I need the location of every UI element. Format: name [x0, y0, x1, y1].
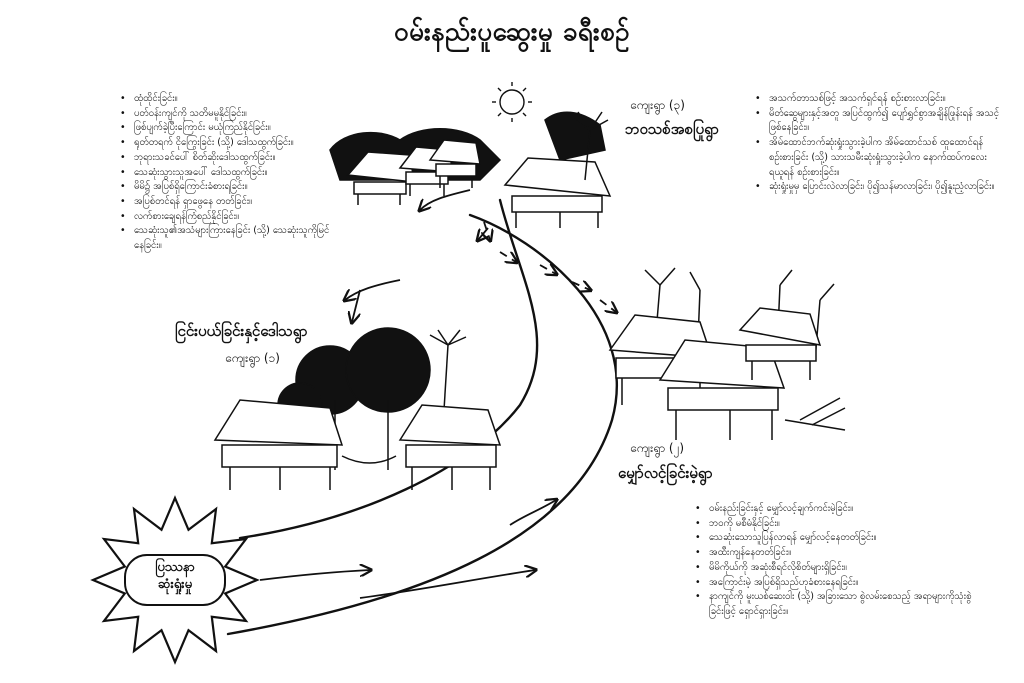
village-1-heading: ငြင်းပယ်ခြင်းနှင့်ဒေါသရွာ — [175, 322, 308, 340]
village3-item: ဆုံးရှုံးမှုမှ ပြောင်းလဲလာခြင်း၊ ပို၍သန်… — [755, 180, 1000, 195]
village-3-list: အသက်တာသစ်ဖြင့် အသက်ရှင်ရန် စဉ်းစားလာခြင်… — [755, 92, 1000, 195]
village1-item: မိမိ၌ အပြစ်ရှိကြောင်းခံစားရခြင်း။ — [120, 180, 330, 195]
village-1-list: ထုံထိုင်းခြင်း။ပတ်ဝန်းကျင်ကို သတိမမူနိုင… — [120, 92, 330, 254]
village2-item: ဝမ်းနည်းခြင်းနှင့် မျှော်လင့်ချက်ကင်းမဲ့… — [695, 502, 985, 517]
sun-icon — [492, 82, 532, 122]
village2-item: အထီးကျန်နေတတ်ခြင်း။ — [695, 546, 985, 561]
start-label-line1: ပြဿနာ — [155, 560, 195, 575]
village1-item: သေဆုံးသွားသူအပေါ် ဒေါသထွက်ခြင်း။ — [120, 166, 330, 181]
village2-item: အကြောင်းမဲ့ အပြစ်ရှိသည်ဟုခံစားနေရခြင်း။ — [695, 576, 985, 591]
village2-item: မိမိကိုယ်ကို အဆုံးစီရင်လိုစိတ်များရှိခြင… — [695, 561, 985, 576]
village1-item: ဖြစ်ပျက်ခဲ့ပြီးကြောင်း မယုံကြည်နိုင်ခြင်… — [120, 121, 330, 136]
village1-item: ပတ်ဝန်းကျင်ကို သတိမမူနိုင်ခြင်း။ — [120, 107, 330, 122]
village-2-list: ဝမ်းနည်းခြင်းနှင့် မျှော်လင့်ချက်ကင်းမဲ့… — [695, 502, 985, 620]
village1-item: ရုတ်တရက် ငိုကြွေးခြင်း (သို့) ဒေါသထွက်ခြ… — [120, 136, 330, 151]
village-2-sub: ကျေးရွာ (၂) — [630, 441, 685, 455]
village1-item: သေဆုံးသူ၏အသံများကြားနေခြင်း (သို့) သေဆုံ… — [120, 224, 330, 253]
village-1-sub: ကျေးရွာ (၁) — [225, 351, 280, 365]
start-star — [90, 495, 260, 665]
start-label-line2: ဆုံးရှုံးမှု — [157, 576, 193, 592]
village1-item: ဘုရားသခင်ပေါ် စိတ်ဆိုးဒေါသထွက်ခြင်း။ — [120, 151, 330, 166]
village2-item: သေဆုံးသောသူပြန်လာရန် မျှော်လင့်နေတတ်ခြင်… — [695, 531, 985, 546]
village1-item: ထုံထိုင်းခြင်း။ — [120, 92, 330, 107]
village1-item: လက်စားချေရန်ကြံစည်နိုင်ခြင်း။ — [120, 210, 330, 225]
village3-item: မိတ်ဆွေများနှင့်အတူ အပြင်ထွက်၍ ပျော်ရွှင… — [755, 107, 1000, 136]
dashed-arrows — [484, 221, 616, 312]
village3-item: အသက်တာသစ်ဖြင့် အသက်ရှင်ရန် စဉ်းစားလာခြင်… — [755, 92, 1000, 107]
village-3-sub: ကျေးရွာ (၃) — [630, 98, 685, 112]
village-1-illustration — [213, 327, 502, 490]
village-3-heading: ဘဝသစ်အစပြုရွာ — [625, 120, 719, 138]
village1-item: အပြစ်တင်ရန် ရှာဖွေနေ တတ်ခြင်း။ — [120, 195, 330, 210]
start-label: ပြဿနာ ဆုံးရှုံးမှု — [125, 560, 225, 594]
village2-item: ဘဝကို မစီမံနိုင်ခြင်း။ — [695, 517, 985, 532]
village2-item: နာကျင်ကို မူးယစ်ဆေးဝါး (သို့) အခြားသော စ… — [695, 590, 985, 619]
village3-item: အိမ်ထောင်ဘက်ဆုံးရှုံးသွားခဲ့ပါက အိမ်ထောင… — [755, 136, 1000, 180]
village-2-heading: မျှော်လင့်ခြင်းမဲ့ရွာ — [618, 464, 713, 482]
village-2-illustration — [608, 267, 846, 440]
road — [226, 198, 619, 636]
village-3-illustration — [329, 111, 612, 228]
page-title: ဝမ်းနည်းပူဆွေးမှု ခရီးစဉ် — [393, 17, 631, 47]
